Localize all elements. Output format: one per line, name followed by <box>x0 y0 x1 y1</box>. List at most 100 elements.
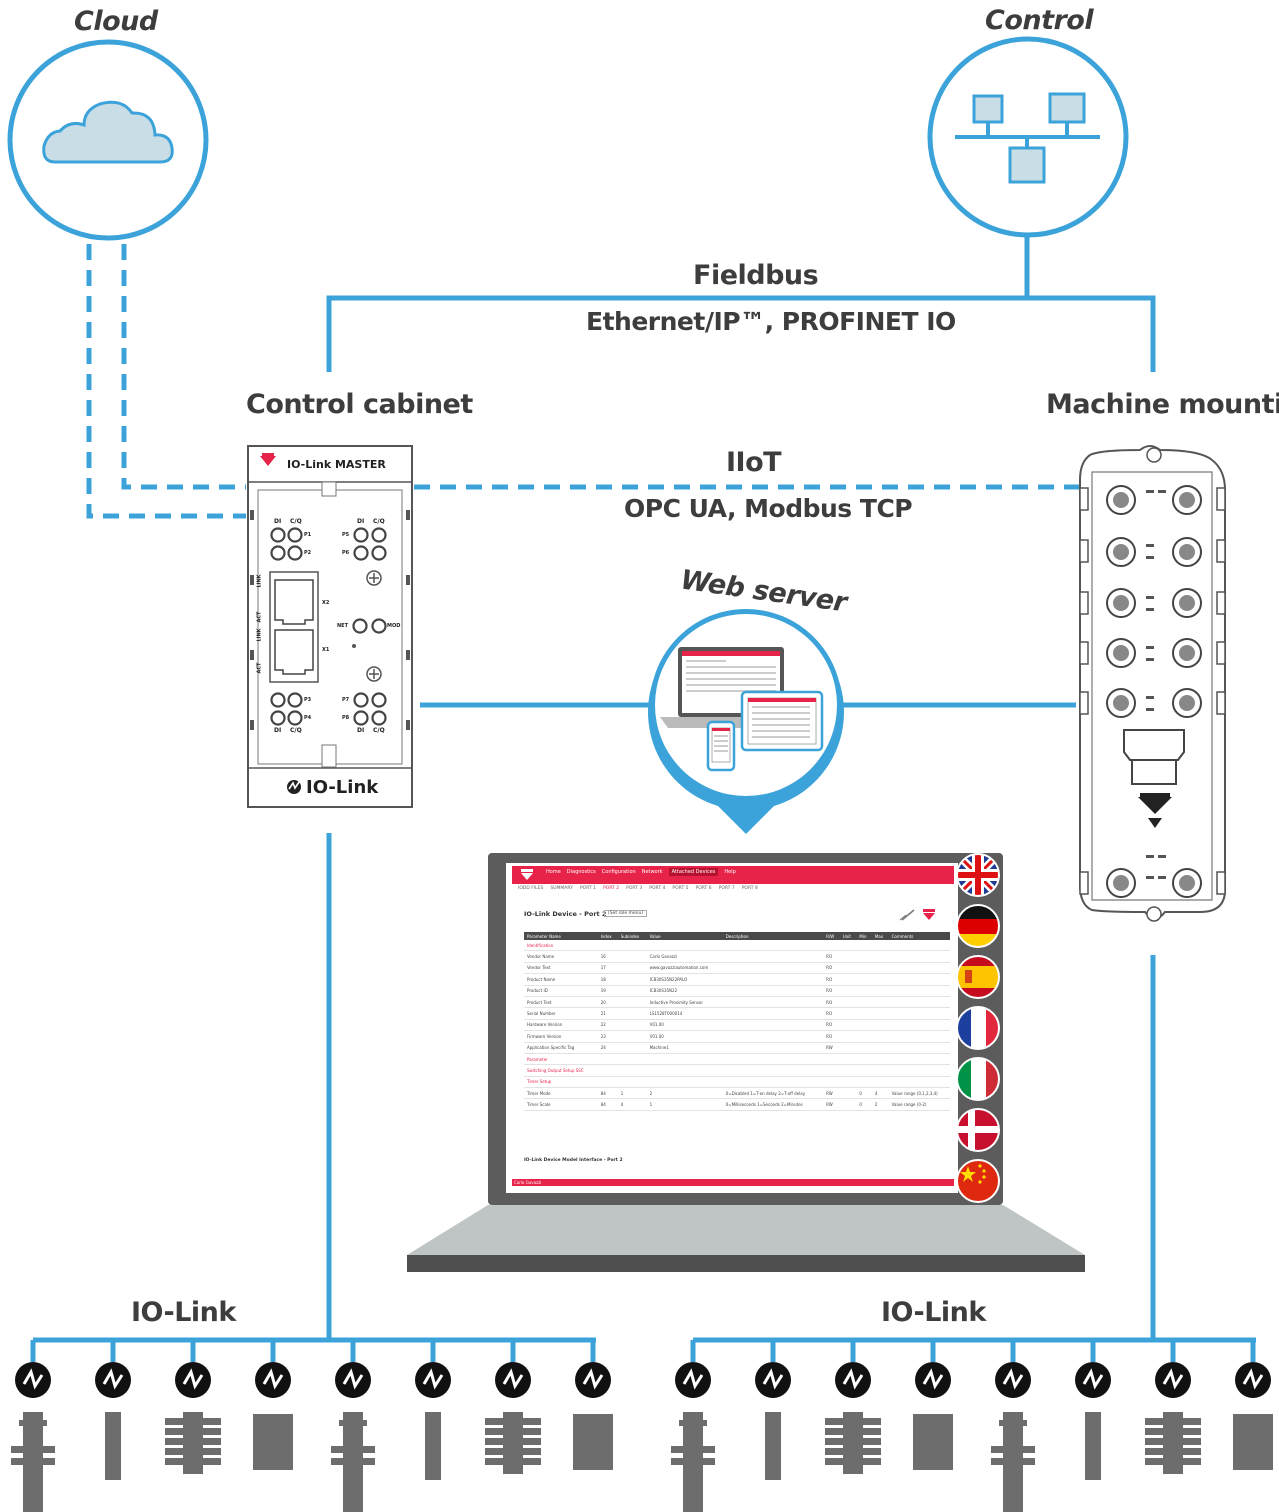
io-link-bus-lines <box>33 833 1256 1343</box>
sensor-body <box>1145 1412 1201 1474</box>
table-cell <box>856 985 872 997</box>
table-header-cell: Description <box>722 932 824 940</box>
table-cell: V01.00 <box>646 1019 723 1032</box>
table-cell <box>722 1042 824 1054</box>
table-cell <box>839 996 857 1009</box>
table-cell: 0 <box>856 1087 872 1100</box>
io-link-sensor <box>95 1340 131 1480</box>
web-ui-tab[interactable]: PORT 1 <box>579 886 597 891</box>
table-cell <box>888 1042 950 1054</box>
web-ui-tab[interactable]: PORT 4 <box>649 886 666 891</box>
io-link-device-icon <box>915 1362 951 1398</box>
web-server-bubble <box>648 609 844 834</box>
io-link-sensor <box>165 1340 221 1474</box>
table-cell: RO <box>823 962 840 975</box>
web-ui-nav-item[interactable]: Network <box>641 869 663 875</box>
table-cell <box>856 996 872 1009</box>
web-ui-tab[interactable]: PORT 7 <box>718 886 735 891</box>
table-row[interactable]: Parameter <box>524 1053 950 1066</box>
master-port-label: DI <box>357 727 365 734</box>
table-cell: 1 <box>617 1087 647 1100</box>
table-row[interactable]: Switching Output Setup SSC <box>524 1064 950 1077</box>
io-link-sensor <box>253 1340 293 1470</box>
phone-icon <box>706 720 736 772</box>
table-cell <box>722 962 824 975</box>
io-link-sensor <box>573 1340 613 1470</box>
table-cell <box>839 950 857 963</box>
io-link-device-icon <box>1155 1362 1191 1398</box>
table-cell: Firmware Version <box>524 1030 598 1043</box>
table-cell: ICB30S35N22 <box>646 985 723 997</box>
io-link-device-icon <box>755 1362 791 1398</box>
table-cell <box>888 973 950 986</box>
table-cell <box>888 1064 950 1077</box>
table-row[interactable]: Identification <box>524 940 950 952</box>
table-cell <box>617 1007 647 1020</box>
table-cell: Value range (0,1,2,3,4) <box>888 1087 950 1100</box>
edit-icon[interactable] <box>898 908 918 922</box>
role-select[interactable]: (Set role menu) <box>604 910 648 917</box>
table-cell <box>646 1064 723 1077</box>
web-ui-tab[interactable]: PORT 2 <box>603 886 620 891</box>
flag-denmark-icon <box>956 1108 1000 1152</box>
io-link-sensor <box>825 1340 881 1474</box>
io-link-right-label: IO-Link <box>881 1297 986 1328</box>
io-link-left-label: IO-Link <box>131 1297 236 1328</box>
table-cell <box>871 973 889 986</box>
web-ui-tab[interactable]: IODD FILES <box>518 886 544 891</box>
table-cell: RW <box>823 1042 840 1054</box>
table-cell <box>888 950 950 963</box>
table-cell <box>617 1053 647 1066</box>
table-cell <box>839 1087 857 1100</box>
web-ui-tab[interactable]: PORT 5 <box>672 886 689 891</box>
table-cell <box>856 1053 872 1066</box>
web-ui-tab[interactable]: PORT 6 <box>695 886 712 891</box>
table-cell <box>839 1064 857 1077</box>
table-cell <box>888 1019 950 1032</box>
web-ui-section-footer[interactable]: IO-Link Device Model Interface - Port 2 <box>524 1158 623 1163</box>
web-ui-nav-item[interactable]: Home <box>546 869 561 875</box>
table-header-cell: Value <box>646 932 723 940</box>
table-cell <box>646 1053 723 1066</box>
web-ui-nav-item[interactable]: Attached Devices <box>668 868 719 876</box>
flag-france-icon <box>956 1006 1000 1050</box>
table-cell: V01.00 <box>646 1030 723 1043</box>
table-cell <box>856 940 872 952</box>
io-link-sensor <box>755 1340 791 1480</box>
flag-china-icon <box>956 1159 1000 1203</box>
master-port-label: C/Q <box>290 727 302 734</box>
table-cell <box>888 1007 950 1020</box>
sensor-body <box>165 1412 221 1474</box>
web-ui-nav-item[interactable]: Help <box>724 869 736 875</box>
web-ui-nav-item[interactable]: Diagnostics <box>566 869 596 875</box>
table-cell <box>888 1053 950 1066</box>
table-cell: 20 <box>597 996 618 1009</box>
table-cell <box>839 1098 857 1111</box>
table-row[interactable]: Timer Setup <box>524 1076 950 1089</box>
table-cell <box>722 985 824 997</box>
table-cell <box>856 1030 872 1043</box>
web-ui-nav-item[interactable]: Configuration <box>601 869 636 875</box>
control-cabinet-label: Control cabinet <box>246 389 473 420</box>
table-cell: 2 <box>871 1098 889 1111</box>
table-cell <box>646 940 723 952</box>
web-ui-tab[interactable]: PORT 3 <box>626 886 643 891</box>
io-link-sensor <box>1233 1340 1273 1470</box>
brand-logo-icon <box>923 909 935 920</box>
master-port-label: X1 <box>322 647 330 653</box>
table-cell: 84 <box>597 1098 618 1111</box>
table-cell: 0=Milliseconds 1=Seconds 2=Minutes <box>722 1098 824 1111</box>
web-ui-tab[interactable]: PORT 8 <box>741 886 758 891</box>
master-port-label: C/Q <box>373 727 385 734</box>
table-cell <box>856 1019 872 1032</box>
io-link-device-icon <box>1235 1362 1271 1398</box>
web-ui-tab[interactable]: SUMMARY <box>550 886 573 891</box>
table-cell: Timer Mode <box>524 1087 598 1100</box>
table-cell: RO <box>823 950 840 963</box>
